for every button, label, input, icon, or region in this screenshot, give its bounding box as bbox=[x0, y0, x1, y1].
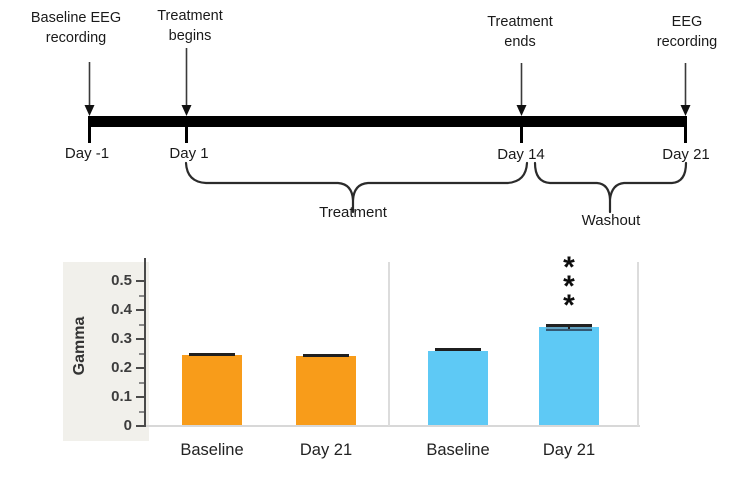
y-tick-minor bbox=[139, 352, 144, 355]
y-tick-label: 0 bbox=[123, 417, 132, 434]
y-tick-label: 0.2 bbox=[111, 359, 132, 376]
y-tick-major bbox=[136, 425, 144, 427]
event-label-line: begins bbox=[168, 28, 212, 44]
timeline-bar bbox=[89, 116, 687, 127]
panel-right-border bbox=[637, 262, 639, 426]
y-tick-label: 0.3 bbox=[111, 330, 132, 347]
washout-brace bbox=[533, 161, 688, 214]
event-label-line: EEG bbox=[671, 14, 703, 30]
y-axis-line bbox=[144, 258, 146, 427]
event-label-line: recording bbox=[45, 30, 107, 46]
x-category-label: Baseline bbox=[180, 441, 244, 459]
event-arrows bbox=[84, 48, 691, 116]
event-label-line: Treatment bbox=[487, 14, 553, 30]
day-label-minus1: Day -1 bbox=[64, 145, 110, 162]
timeline-ticks bbox=[88, 116, 687, 143]
y-tick-minor bbox=[139, 381, 144, 384]
day-label-14: Day 14 bbox=[497, 146, 545, 163]
y-tick-label: 0.1 bbox=[111, 388, 132, 405]
phase-label-treatment: Treatment bbox=[319, 204, 387, 221]
y-tick-label: 0.4 bbox=[111, 301, 132, 318]
bar-blue-condition-day-21 bbox=[539, 327, 599, 425]
y-tick-minor bbox=[139, 410, 144, 413]
error-bar-stem bbox=[568, 326, 570, 329]
y-tick-major bbox=[136, 309, 144, 311]
day-label-21: Day 21 bbox=[662, 146, 710, 163]
significance-stars: *** bbox=[563, 250, 575, 322]
error-bar bbox=[189, 352, 235, 356]
y-tick-major bbox=[136, 338, 144, 340]
y-tick-label: 0.5 bbox=[111, 272, 132, 289]
event-label-line: recording bbox=[656, 34, 718, 50]
significance-star: * bbox=[563, 288, 575, 322]
x-category-label: Day 21 bbox=[299, 441, 353, 459]
event-label-treatment-begins: Treatment begins bbox=[157, 6, 223, 46]
bar-blue-condition-baseline bbox=[428, 350, 488, 425]
treatment-brace bbox=[184, 161, 529, 214]
x-category-label: Day 21 bbox=[542, 441, 596, 459]
y-tick-minor bbox=[139, 323, 144, 326]
error-bar bbox=[546, 323, 592, 331]
x-category-label: Baseline bbox=[426, 441, 490, 459]
panel-divider-line bbox=[388, 262, 390, 426]
x-axis-line bbox=[145, 425, 640, 427]
event-label-line: Baseline EEG bbox=[30, 10, 122, 26]
significance-star: * bbox=[563, 269, 575, 303]
y-tick-minor bbox=[139, 294, 144, 297]
bar-orange-condition-baseline bbox=[182, 354, 242, 425]
day-label-1: Day 1 bbox=[169, 145, 209, 162]
bar-orange-condition-day-21 bbox=[296, 356, 356, 425]
error-bar bbox=[303, 353, 349, 357]
phase-label-washout: Washout bbox=[581, 212, 641, 229]
significance-star: * bbox=[563, 250, 575, 284]
event-label-treatment-ends: Treatment ends bbox=[487, 12, 553, 52]
y-label-background bbox=[63, 262, 149, 441]
y-tick-major bbox=[136, 396, 144, 398]
event-label-line: Treatment bbox=[157, 8, 223, 24]
event-label-baseline-eeg: Baseline EEG recording bbox=[31, 8, 121, 48]
error-bar bbox=[435, 348, 481, 352]
timeline-graphics bbox=[84, 48, 691, 214]
y-tick-major bbox=[136, 367, 144, 369]
event-label-eeg-recording: EEG recording bbox=[657, 12, 717, 52]
event-label-line: ends bbox=[504, 34, 536, 50]
y-tick-major bbox=[136, 280, 144, 282]
